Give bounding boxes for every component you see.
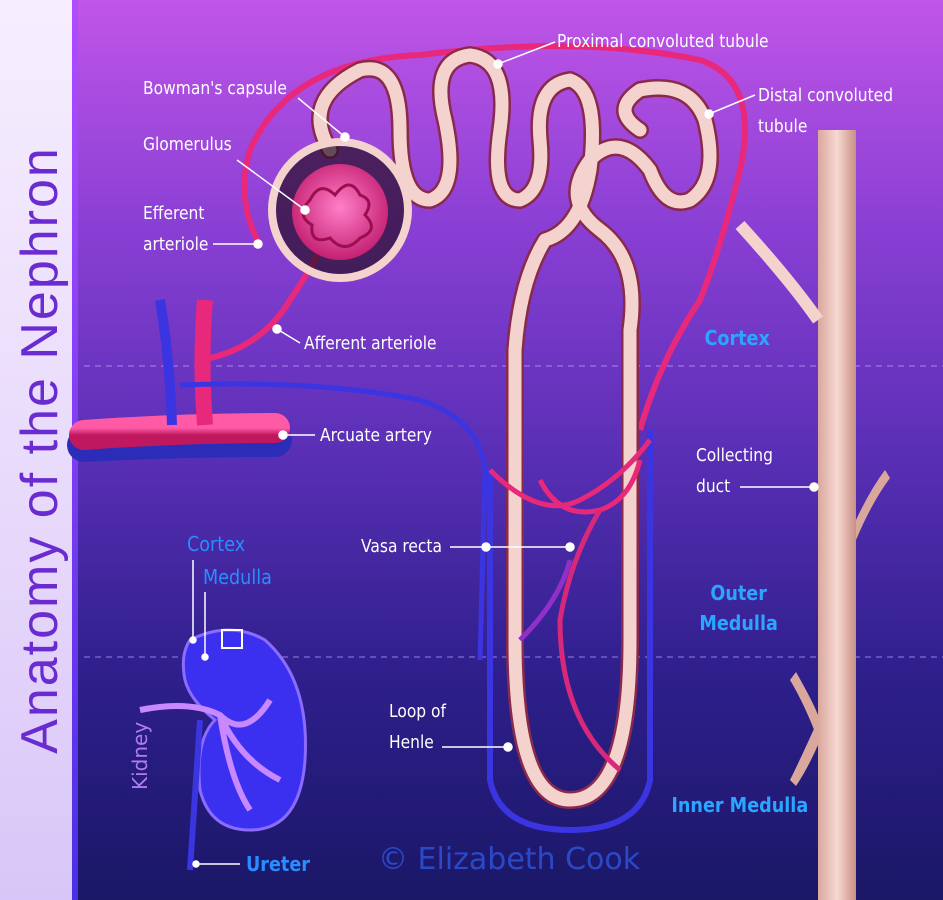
label-proximal-tubule: Proximal convoluted tubule [557, 31, 769, 52]
label-vasa-recta: Vasa recta [361, 536, 442, 557]
convoluted-tubule [311, 46, 719, 809]
inset-cortex-label: Cortex [187, 532, 246, 556]
zone-cortex: Cortex [704, 326, 770, 350]
zone-outer-medulla: Outer Medulla [699, 581, 778, 635]
vasa-recta [487, 430, 653, 834]
label-collecting-duct: Collecting duct [696, 445, 773, 497]
label-arcuate-artery: Arcuate artery [320, 425, 432, 446]
label-afferent-arteriole: Afferent arteriole [304, 333, 437, 354]
label-loop-of-henle: Loop of Henle [389, 701, 446, 753]
glomerulus-shape [292, 164, 388, 260]
label-efferent-arteriole: Efferent arteriole [143, 203, 209, 255]
copyright-notice: © Elizabeth Cook [378, 842, 641, 877]
label-distal-tubule: Distal convoluted tubule [758, 85, 894, 137]
leader-lines [189, 41, 819, 868]
label-bowmans-capsule: Bowman's capsule [143, 78, 287, 99]
zone-inner-medulla: Inner Medulla [671, 793, 809, 817]
collecting-duct-shape [735, 130, 890, 900]
kidney-inset-shape [139, 628, 307, 871]
inset-kidney-label: Kidney [128, 721, 152, 790]
inset-medulla-label: Medulla [203, 565, 272, 589]
inset-ureter-label: Ureter [246, 852, 310, 876]
label-glomerulus: Glomerulus [143, 134, 232, 155]
